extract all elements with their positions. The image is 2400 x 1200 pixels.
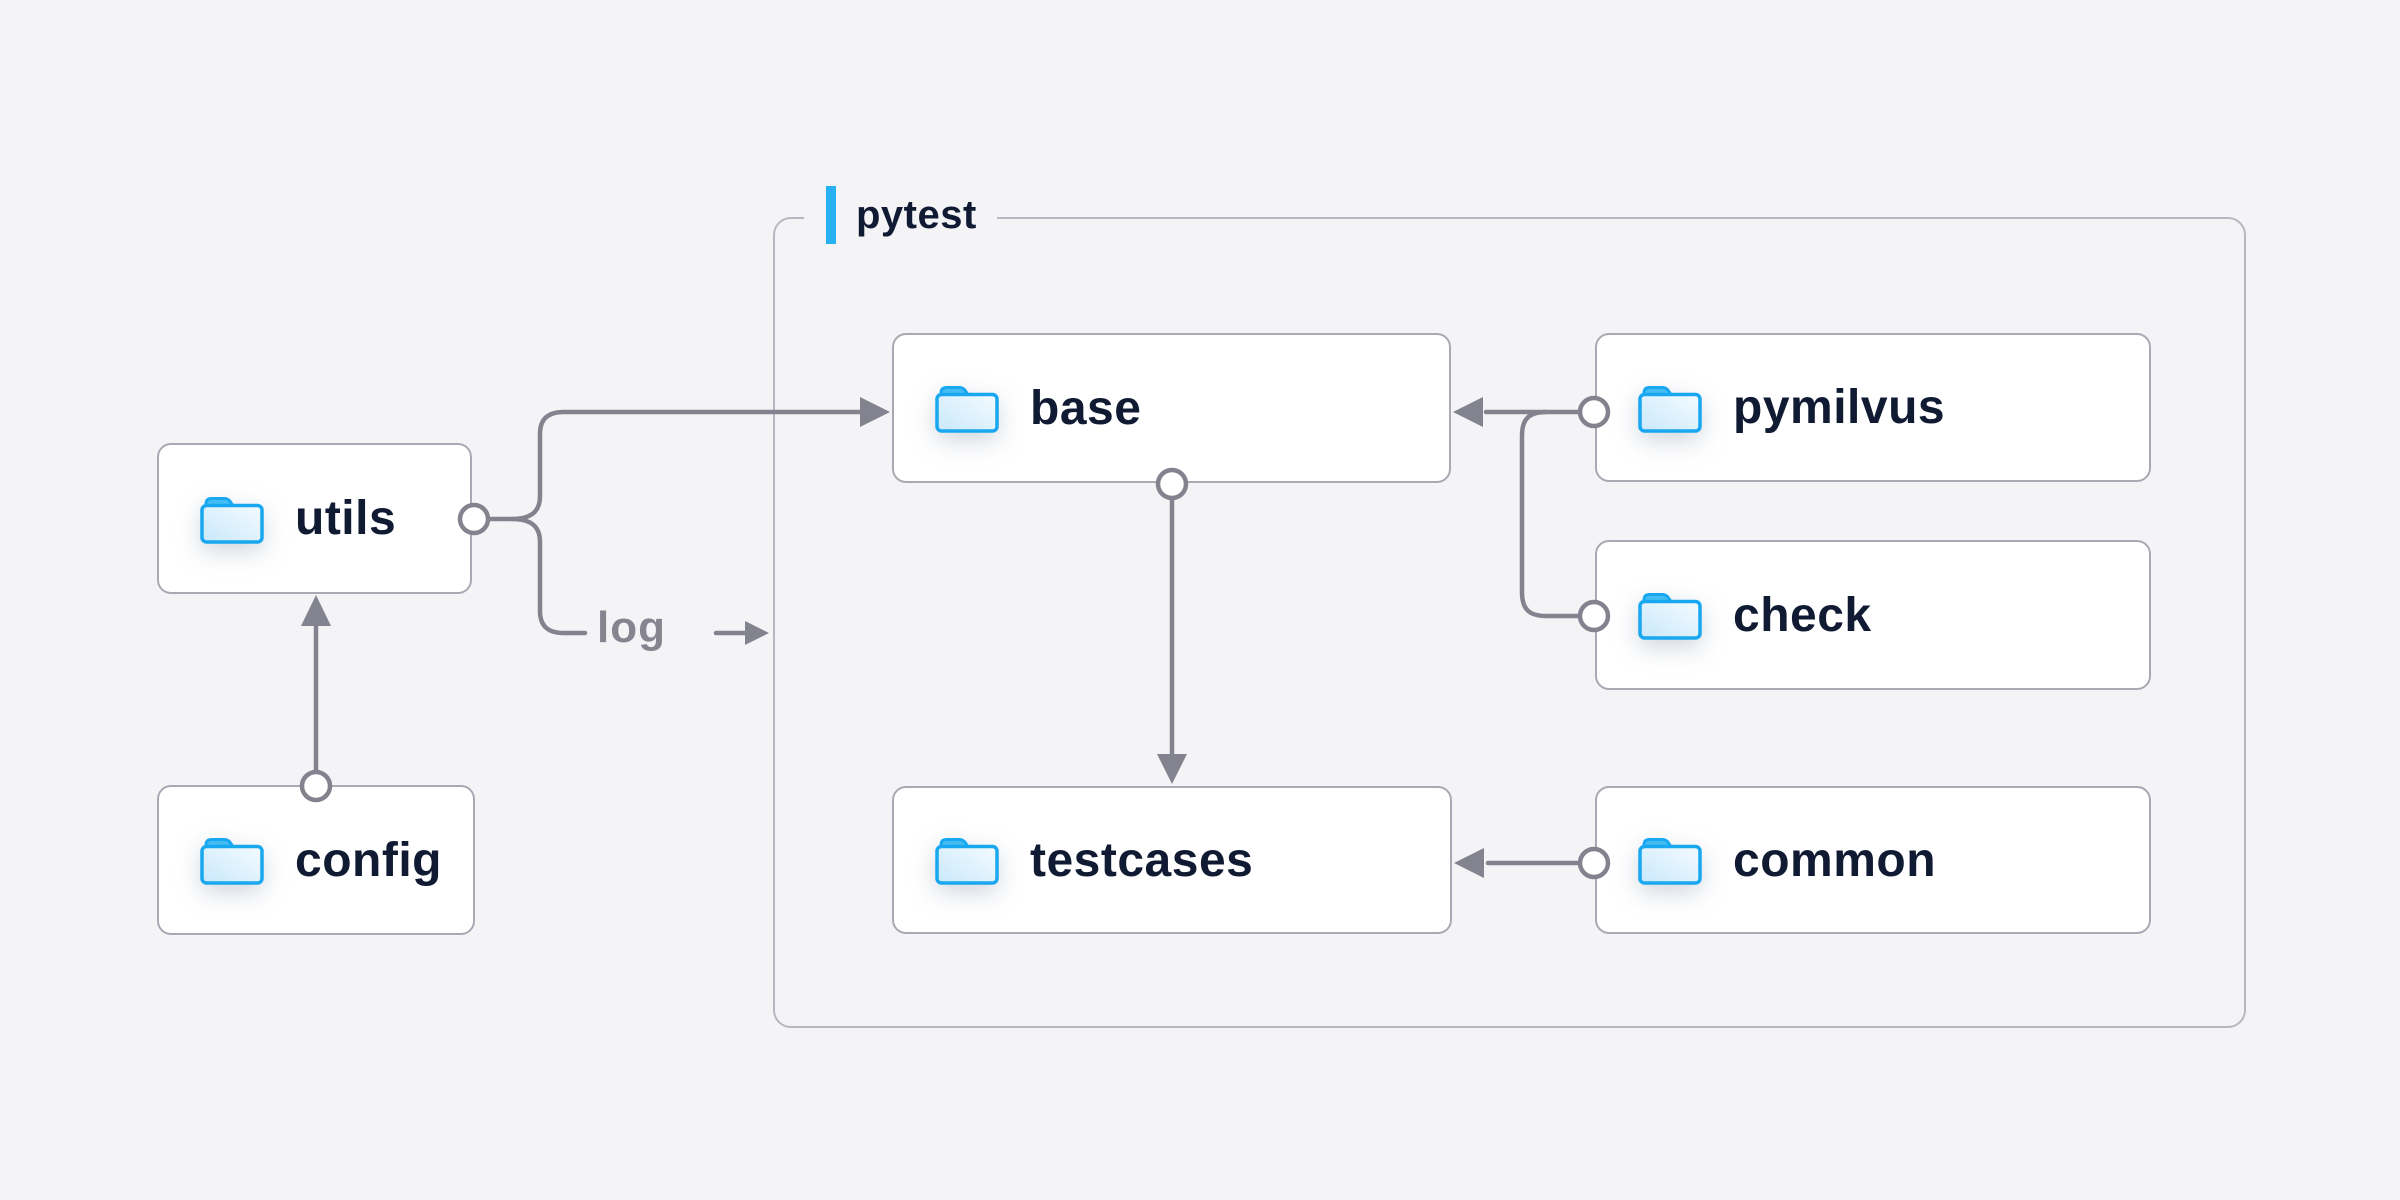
folder-icon xyxy=(934,382,1000,434)
folder-node-base: base xyxy=(892,333,1451,483)
pytest-group-label: pytest xyxy=(804,183,997,247)
pytest-group-container xyxy=(773,217,2246,1028)
folder-icon xyxy=(199,493,265,545)
pytest-group-title: pytest xyxy=(856,192,977,237)
edge-utils-log xyxy=(509,516,588,636)
folder-icon xyxy=(1637,834,1703,886)
folder-label-pymilvus: pymilvus xyxy=(1733,381,1946,434)
accent-bar-icon xyxy=(826,186,836,244)
folder-node-pymilvus: pymilvus xyxy=(1595,333,2151,482)
log-edge-label: log xyxy=(597,603,666,652)
folder-icon xyxy=(199,834,265,886)
folder-label-config: config xyxy=(295,833,442,887)
folder-label-common: common xyxy=(1733,833,1937,887)
folder-icon xyxy=(934,834,1000,886)
folder-node-check: check xyxy=(1595,540,2151,690)
folder-node-testcases: testcases xyxy=(892,786,1452,934)
folder-node-utils: utils xyxy=(157,443,472,594)
folder-label-base: base xyxy=(1030,381,1142,435)
folder-icon xyxy=(1637,382,1703,434)
folder-icon xyxy=(1637,589,1703,641)
arrowhead-log xyxy=(745,621,769,645)
folder-node-config: config xyxy=(157,785,475,935)
folder-node-common: common xyxy=(1595,786,2151,934)
folder-label-testcases: testcases xyxy=(1030,833,1254,887)
folder-label-check: check xyxy=(1733,588,1872,642)
arrowhead-into-utils xyxy=(301,595,331,626)
folder-label-utils: utils xyxy=(295,492,397,545)
